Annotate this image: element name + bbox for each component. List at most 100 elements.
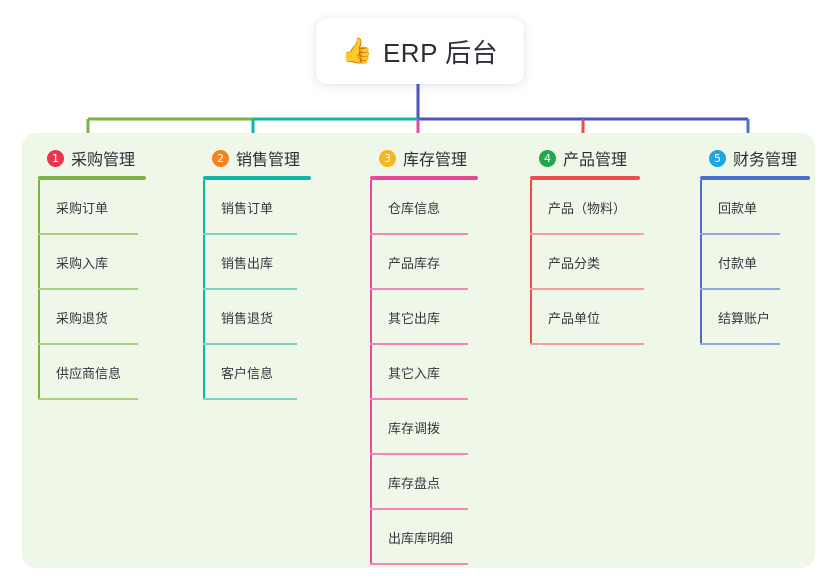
sub-item-label: 出库库明细 <box>388 531 454 546</box>
sub-item[interactable]: 回款单 <box>700 180 810 235</box>
sub-item[interactable]: 库存调拨 <box>370 400 478 455</box>
sub-item-label: 产品单位 <box>548 311 601 326</box>
sub-item[interactable]: 结算账户 <box>700 290 810 345</box>
branch-title-4: 产品管理 <box>563 152 628 169</box>
sub-item[interactable]: 产品（物料） <box>530 180 644 235</box>
sub-item-underline <box>370 453 468 455</box>
sub-item-label: 产品库存 <box>388 256 441 271</box>
sub-item-underline <box>38 398 138 400</box>
sub-item-label: 其它出库 <box>388 311 441 326</box>
sub-item-underline <box>203 233 297 235</box>
branch-3[interactable]: 3 库存管理仓库信息产品库存其它出库其它入库库存调拨库存盘点出库库明细 <box>370 145 478 565</box>
sub-item-label: 销售退货 <box>221 311 274 326</box>
branch-spine-3 <box>370 180 372 565</box>
sub-item-list-4: 产品（物料） 产品分类产品单位 <box>530 180 644 345</box>
sub-item-label: 付款单 <box>718 256 758 271</box>
sub-item[interactable]: 付款单 <box>700 235 810 290</box>
sub-item-underline <box>370 288 468 290</box>
sub-item[interactable]: 产品库存 <box>370 235 478 290</box>
sub-item-list-3: 仓库信息产品库存其它出库其它入库库存调拨库存盘点出库库明细 <box>370 180 478 565</box>
sub-item[interactable]: 供应商信息 <box>38 345 146 400</box>
branch-badge-1: 1 <box>47 149 64 167</box>
thumbs-up-emoji: 👍 <box>341 36 373 65</box>
sub-item[interactable]: 销售订单 <box>203 180 311 235</box>
sub-item-underline <box>370 398 468 400</box>
branch-badge-3: 3 <box>379 149 396 167</box>
sub-item-underline <box>370 563 468 565</box>
branch-badge-5: 5 <box>709 149 726 167</box>
branch-badge-2: 2 <box>212 149 229 167</box>
sub-item-label: 采购入库 <box>56 256 109 271</box>
branch-underline-2 <box>203 176 311 180</box>
branch-title-3: 库存管理 <box>403 152 468 169</box>
mindmap-panel <box>22 133 815 568</box>
branch-badge-4: 4 <box>539 149 556 167</box>
branch-underline-3 <box>370 176 478 180</box>
sub-item-label: 客户信息 <box>221 366 274 381</box>
sub-item[interactable]: 产品单位 <box>530 290 644 345</box>
sub-item-underline <box>370 343 468 345</box>
sub-item[interactable]: 其它入库 <box>370 345 478 400</box>
sub-item-label: 仓库信息 <box>388 201 441 216</box>
branch-underline-1 <box>38 176 146 180</box>
sub-item-underline <box>700 288 780 290</box>
sub-item[interactable]: 采购订单 <box>38 180 146 235</box>
branch-spine-5 <box>700 180 702 345</box>
branch-spine-2 <box>203 180 205 400</box>
sub-item[interactable]: 产品分类 <box>530 235 644 290</box>
branch-4[interactable]: 4 产品管理产品（物料） 产品分类产品单位 <box>530 145 644 345</box>
sub-item-label: 产品（物料） <box>548 201 627 216</box>
sub-item-label: 结算账户 <box>718 311 771 326</box>
sub-item-label: 销售出库 <box>221 256 274 271</box>
branch-title-5: 财务管理 <box>733 152 798 169</box>
branch-header-3[interactable]: 3 库存管理 <box>370 145 478 171</box>
sub-item-underline <box>38 233 138 235</box>
branch-2[interactable]: 2 销售管理销售订单销售出库销售退货客户信息 <box>203 145 311 400</box>
sub-item-underline <box>530 343 644 345</box>
sub-item-label: 回款单 <box>718 201 758 216</box>
sub-item-underline <box>203 343 297 345</box>
sub-item-label: 销售订单 <box>221 201 274 216</box>
root-node-title: ERP 后台 <box>382 37 499 68</box>
branch-underline-4 <box>530 176 640 180</box>
branch-header-1[interactable]: 1 采购管理 <box>38 145 146 171</box>
sub-item-underline <box>700 343 780 345</box>
sub-item-list-5: 回款单付款单结算账户 <box>700 180 810 345</box>
branch-spine-1 <box>38 180 40 400</box>
sub-item[interactable]: 库存盘点 <box>370 455 478 510</box>
branch-header-5[interactable]: 5 财务管理 <box>700 145 810 171</box>
branch-header-2[interactable]: 2 销售管理 <box>203 145 311 171</box>
sub-item-underline <box>530 288 644 290</box>
branch-spine-4 <box>530 180 532 345</box>
sub-item-label: 库存盘点 <box>388 476 441 491</box>
sub-item-underline <box>370 233 468 235</box>
sub-item[interactable]: 采购退货 <box>38 290 146 345</box>
sub-item-list-1: 采购订单采购入库采购退货供应商信息 <box>38 180 146 400</box>
sub-item-label: 产品分类 <box>548 256 601 271</box>
sub-item-list-2: 销售订单销售出库销售退货客户信息 <box>203 180 311 400</box>
sub-item[interactable]: 采购入库 <box>38 235 146 290</box>
root-node[interactable]: 👍 ERP 后台 <box>316 18 524 84</box>
sub-item[interactable]: 客户信息 <box>203 345 311 400</box>
sub-item-underline <box>700 233 780 235</box>
sub-item[interactable]: 出库库明细 <box>370 510 478 565</box>
sub-item-underline <box>530 233 644 235</box>
branch-title-2: 销售管理 <box>236 152 301 169</box>
sub-item-label: 采购订单 <box>56 201 109 216</box>
sub-item-label: 库存调拨 <box>388 421 441 436</box>
sub-item-underline <box>370 508 468 510</box>
sub-item-label: 其它入库 <box>388 366 441 381</box>
sub-item[interactable]: 其它出库 <box>370 290 478 345</box>
sub-item-label: 供应商信息 <box>56 366 122 381</box>
sub-item[interactable]: 销售出库 <box>203 235 311 290</box>
branch-1[interactable]: 1 采购管理采购订单采购入库采购退货供应商信息 <box>38 145 146 400</box>
sub-item-underline <box>203 288 297 290</box>
sub-item[interactable]: 销售退货 <box>203 290 311 345</box>
branch-title-1: 采购管理 <box>71 152 136 169</box>
branch-header-4[interactable]: 4 产品管理 <box>530 145 640 171</box>
branch-5[interactable]: 5 财务管理回款单付款单结算账户 <box>700 145 810 345</box>
sub-item-label: 采购退货 <box>56 311 109 326</box>
sub-item-underline <box>38 343 138 345</box>
sub-item-underline <box>38 288 138 290</box>
sub-item[interactable]: 仓库信息 <box>370 180 478 235</box>
